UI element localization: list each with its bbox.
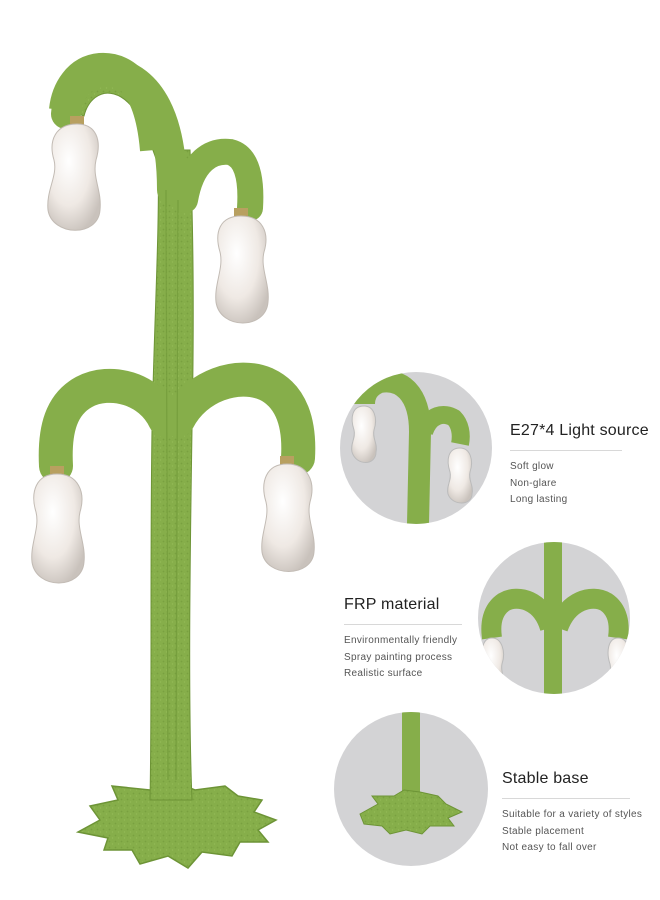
feature-detail: Environmentally friendly (344, 635, 458, 646)
feature-title: FRP material (344, 596, 440, 613)
feature-stable-base: Stable base Suitable for a variety of st… (502, 770, 643, 857)
feature-frp-material: FRP material Environmentally friendly Sp… (344, 596, 462, 683)
divider (344, 624, 462, 625)
bulb-top-right (215, 208, 269, 324)
feature-detail: Suitable for a variety of styles (502, 809, 643, 820)
branch-detail-image (478, 542, 630, 694)
feature-title: Stable base (502, 770, 589, 787)
feature-light-source: E27*4 Light source Soft glow Non-glare L… (510, 422, 649, 509)
feature-detail: Long lasting (510, 494, 568, 505)
bulb-top-left (47, 116, 101, 231)
feature-detail: Stable placement (502, 825, 585, 837)
bulb-lower-left (31, 466, 85, 584)
feature-detail: Realistic surface (344, 668, 423, 679)
bulb-lower-right (261, 456, 315, 572)
feature-title: E27*4 Light source (510, 422, 649, 439)
base-detail-image (334, 712, 488, 866)
feature-detail: Non-glare (510, 477, 557, 489)
feature-detail: Spray painting process (344, 651, 453, 663)
feature-detail: Soft glow (510, 461, 554, 472)
lamp-base (75, 779, 278, 869)
divider (502, 798, 630, 799)
feature-detail: Not easy to fall over (502, 842, 597, 853)
bulb-detail-image (340, 372, 492, 524)
divider (510, 450, 622, 451)
